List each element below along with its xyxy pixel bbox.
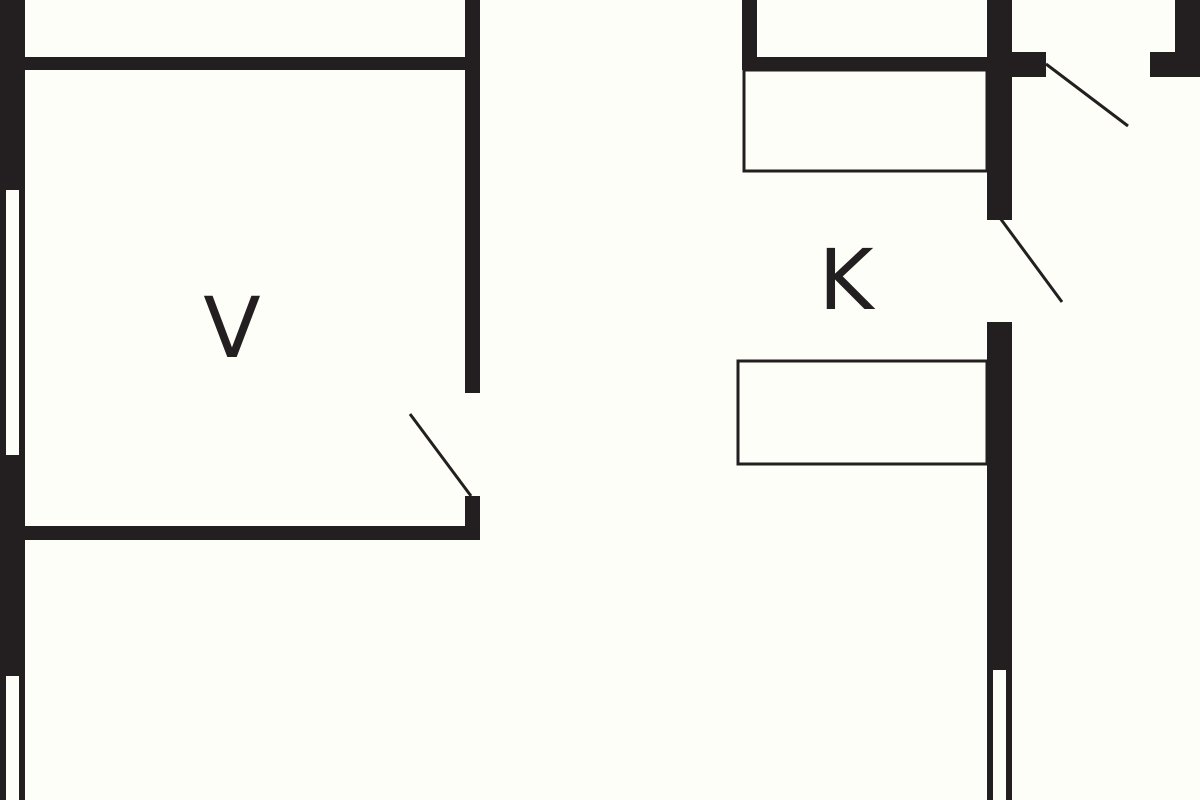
right-window (993, 670, 1006, 800)
upper-right-room-bottom-wall (742, 57, 1002, 70)
room-label-k: K (818, 231, 875, 329)
kitchen-door-swing (998, 217, 1064, 303)
room-v-door-jamb (465, 496, 480, 540)
upper-right-room-left-wall (742, 0, 757, 70)
entry-door-swing (1045, 62, 1129, 128)
room-label-v: V (203, 279, 260, 377)
room-v-door-swing (408, 413, 473, 497)
top-left-room-divider (25, 57, 480, 70)
left-window-upper (6, 190, 19, 455)
room-v-bottom-wall (25, 526, 480, 540)
lower-counter (736, 359, 989, 466)
far-right-wall-stub (1150, 52, 1200, 77)
entry-door-jamb (1010, 52, 1046, 77)
right-wall-upper-segment (987, 0, 1012, 220)
upper-counter (742, 68, 989, 173)
left-window-lower (6, 676, 19, 800)
room-v-right-wall (465, 0, 480, 393)
